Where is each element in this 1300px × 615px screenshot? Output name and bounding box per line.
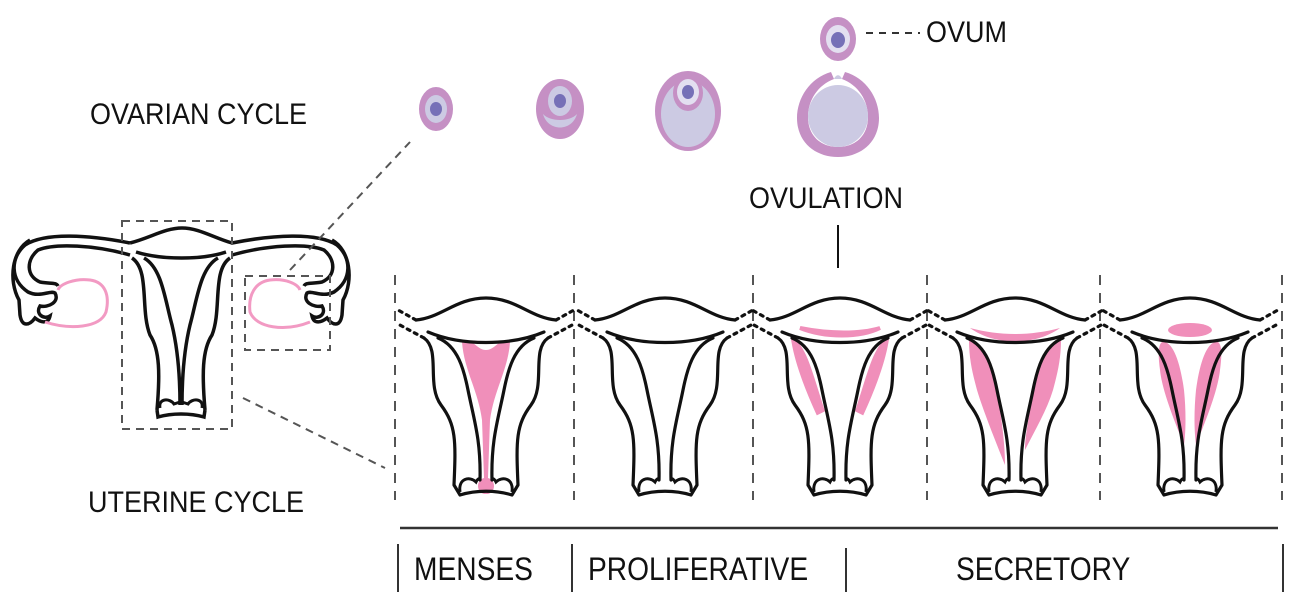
uterus-menses [396,296,576,497]
phase-label-menses: MENSES [414,551,533,587]
ovarian-cycle-label: OVARIAN CYCLE [90,98,308,131]
phase-label-proliferative: PROLIFERATIVE [588,551,809,587]
follicle-mature [655,71,721,151]
phase-label-secretory: SECRETORY [956,551,1131,587]
ovum-label: OVUM [926,16,1007,49]
uterus-callout-line [242,397,386,469]
uterus-mid-secretory [925,296,1105,497]
ovulation-label: OVULATION [749,182,904,215]
uterus-proliferative [575,296,755,497]
uterus-zoom-box [121,220,233,430]
uterus-early-secretory [750,296,930,497]
phase-separators [397,544,1284,592]
ovum [820,17,856,61]
follicle-ruptured [797,72,879,157]
ovary-callout-line [289,141,411,271]
follicle-primary [419,87,453,131]
uterus-late-secretory [1100,296,1280,497]
ovary-zoom-box [244,275,331,351]
follicle-secondary [536,79,584,139]
uterine-cycle-label: UTERINE CYCLE [88,486,305,519]
reproductive-system [11,226,351,420]
